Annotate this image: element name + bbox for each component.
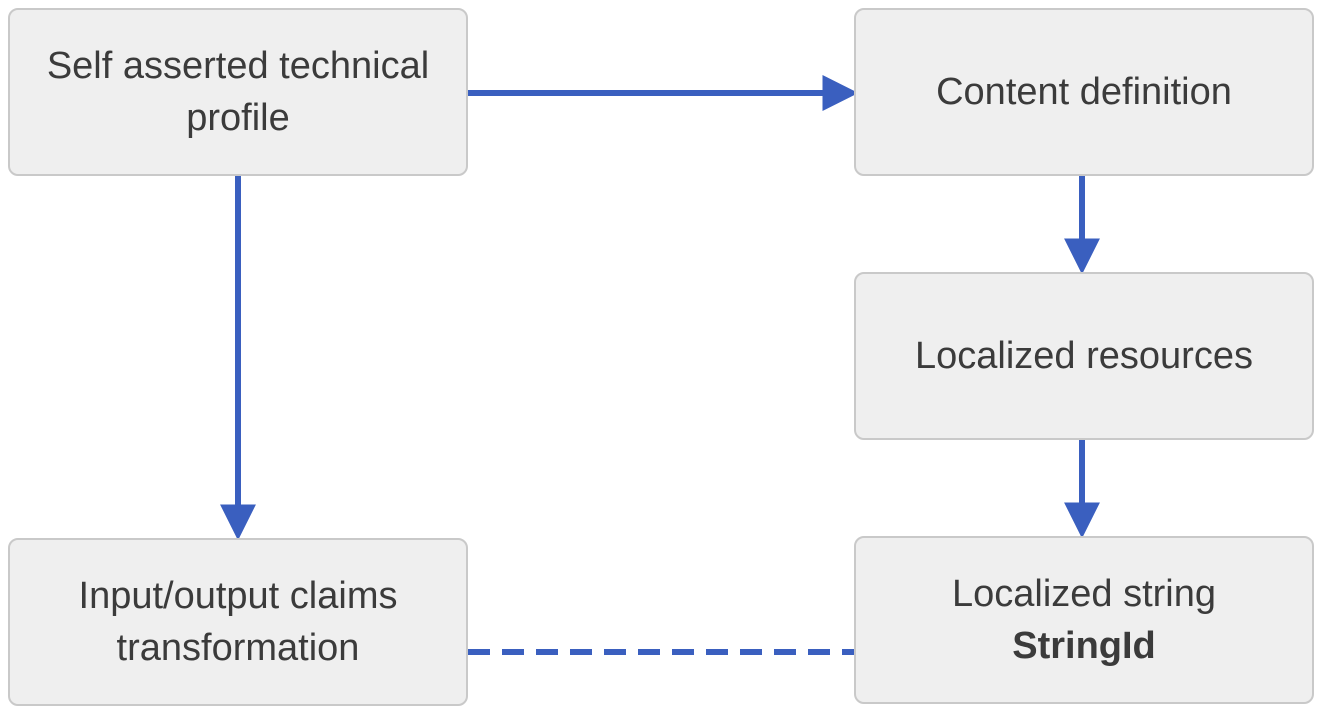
node-label-line1: Localized string — [951, 573, 1217, 615]
node-label-line1: Content definition — [936, 71, 1232, 113]
node-localized-string: Localized string StringId — [854, 536, 1314, 704]
node-label-line2: transformation — [116, 627, 360, 669]
node-label-line1: Localized resources — [915, 335, 1253, 377]
node-self-asserted-technical-profile: Self asserted technical profile — [8, 8, 468, 176]
node-localized-resources: Localized resources — [854, 272, 1314, 440]
node-content-definition: Content definition — [854, 8, 1314, 176]
node-label-line1: Input/output claims — [78, 575, 398, 617]
node-input-output-claims-transformation: Input/output claims transformation — [8, 538, 468, 706]
node-label-line1: Self asserted technical — [46, 45, 430, 87]
node-label-stringid: StringId — [1012, 625, 1156, 667]
node-label-line2: profile — [186, 97, 290, 139]
